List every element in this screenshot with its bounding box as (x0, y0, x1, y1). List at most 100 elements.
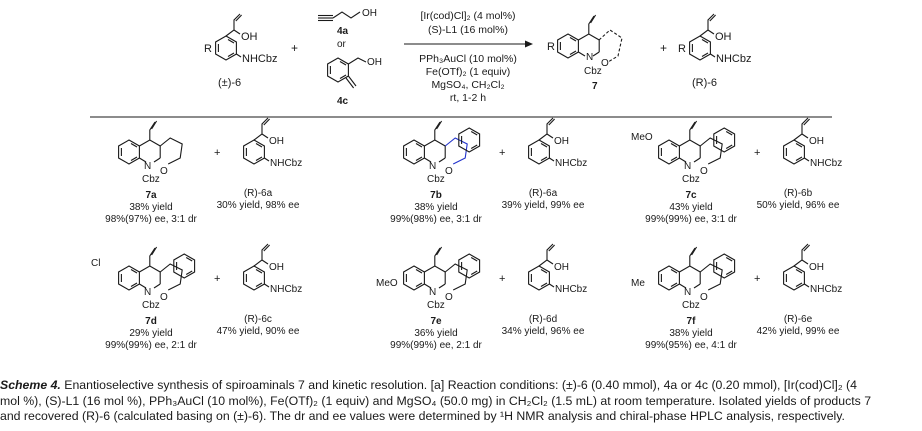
plus-7e: + (499, 273, 505, 285)
label-7b: 7b (430, 190, 442, 201)
ring-Cbz-7c: Cbz (682, 174, 700, 185)
scheme-caption: Scheme 4. Enantioselective synthesis of … (0, 378, 922, 425)
caption-line-3: and recovered (R)-6 (calculated basing o… (0, 409, 845, 423)
starting-material-6: R OH NHCbz (±)-6 (204, 14, 277, 89)
ee-7e: 99%(99%) ee, 2:1 dr (390, 340, 482, 351)
rec-OH-7e: OH (554, 262, 569, 273)
rec-OH-7d: OH (269, 262, 284, 273)
ring-N-7f: N (684, 287, 691, 298)
reagent-4c: OH 4c (327, 57, 382, 107)
substituent-7f: Me (631, 278, 645, 289)
cond-1: [Ir(cod)Cl]₂ (4 mol%) (420, 10, 515, 22)
prod-Cbz: Cbz (584, 66, 602, 77)
ring-O-7a: O (160, 166, 168, 177)
reagent-4a: OH 4a or (318, 8, 377, 50)
ring-O-7c: O (700, 166, 708, 177)
rec-yield-7e: 34% yield, 96% ee (502, 326, 585, 337)
label-7e: 7e (430, 316, 442, 327)
plus-7c: + (754, 147, 760, 159)
sm2c-label: 4c (337, 96, 349, 107)
rec-NHCbz-7d: NHCbz (270, 284, 302, 295)
ring-N-7a: N (144, 161, 151, 172)
rec-label-7e: (R)-6d (529, 314, 557, 325)
yield-7f: 38% yield (669, 328, 712, 339)
ring-O-7f: O (700, 292, 708, 303)
ee-7b: 99%(98%) ee, 3:1 dr (390, 214, 482, 225)
caption-scheme-label: Scheme 4. (0, 378, 61, 392)
or-text: or (337, 39, 347, 50)
caption-line-1: Scheme 4. Enantioselective synthesis of … (0, 378, 922, 394)
prod-label: 7 (592, 81, 598, 92)
ring-N-7c: N (684, 161, 691, 172)
ring-Cbz-7d: Cbz (142, 300, 160, 311)
ring-O-7b: O (445, 166, 453, 177)
rec-R: R (678, 43, 686, 55)
label-7f: 7f (687, 316, 697, 327)
plus-1: + (291, 41, 298, 55)
rec-yield-7f: 42% yield, 99% ee (757, 326, 840, 337)
rec-NHCbz-7a: NHCbz (270, 158, 302, 169)
yield-7a: 38% yield (129, 202, 172, 213)
rec-yield-7c: 50% yield, 96% ee (757, 200, 840, 211)
ring-O-7e: O (445, 292, 453, 303)
cond-5: MgSO₄, CH₂Cl₂ (431, 79, 504, 91)
rec-label-7d: (R)-6c (244, 314, 272, 325)
cond-2: (S)-L1 (16 mol%) (428, 24, 508, 36)
rec-yield-7b: 39% yield, 99% ee (502, 200, 585, 211)
cond-3: PPh₃AuCl (10 mol%) (419, 53, 517, 65)
rec-yield-7a: 30% yield, 98% ee (217, 200, 300, 211)
ring-N-7b: N (429, 161, 436, 172)
prod-N: N (586, 52, 593, 63)
rec-OH: OH (715, 31, 732, 43)
sm1-label: (±)-6 (218, 77, 241, 89)
ring-Cbz-7f: Cbz (682, 300, 700, 311)
rec-label: (R)-6 (692, 77, 717, 89)
rec-nhcbz: NHCbz (716, 53, 751, 65)
rec-label-7f: (R)-6e (784, 314, 813, 325)
plus-7a: + (214, 147, 220, 159)
prod-O: O (601, 58, 609, 69)
plus-7d: + (214, 273, 220, 285)
plus-7f: + (754, 273, 760, 285)
rec-OH-7c: OH (809, 136, 824, 147)
sm1-R: R (204, 43, 212, 55)
caption-text-1: Enantioselective synthesis of spiroamina… (64, 378, 857, 392)
sm1-nhcbz: NHCbz (242, 53, 277, 65)
ee-7a: 98%(97%) ee, 3:1 dr (105, 214, 197, 225)
substituent-7d: Cl (91, 258, 100, 269)
rec-OH-7a: OH (269, 136, 284, 147)
ee-7f: 99%(95%) ee, 4:1 dr (645, 340, 737, 351)
rec-NHCbz-7e: NHCbz (555, 284, 587, 295)
rec-NHCbz-7b: NHCbz (555, 158, 587, 169)
label-7c: 7c (685, 190, 697, 201)
yield-7c: 43% yield (669, 202, 712, 213)
rec-label-7b: (R)-6a (529, 188, 558, 199)
sm1-OH: OH (241, 31, 258, 43)
substituent-7e: MeO (376, 278, 398, 289)
recovered-6: R OH NHCbz (R)-6 (678, 14, 751, 89)
cond-4: Fe(OTf)₂ (1 equiv) (426, 66, 511, 78)
sm2c-OH: OH (367, 57, 382, 68)
rec-OH-7f: OH (809, 262, 824, 273)
ring-N-7d: N (144, 287, 151, 298)
yield-7e: 36% yield (414, 328, 457, 339)
yield-7b: 38% yield (414, 202, 457, 213)
rec-yield-7d: 47% yield, 90% ee (217, 326, 300, 337)
caption-line-2: mol %), (S)-L1 (16 mol %), PPh₃AuCl (10 … (0, 393, 872, 408)
ring-O-7d: O (160, 292, 168, 303)
sm2a-OH: OH (362, 8, 377, 19)
label-7a: 7a (145, 190, 157, 201)
rec-OH-7b: OH (554, 136, 569, 147)
ring-N-7e: N (429, 287, 436, 298)
prod-R: R (547, 41, 555, 53)
ring-Cbz-7e: Cbz (427, 300, 445, 311)
product-7: R N Cbz O 7 (547, 15, 623, 92)
plus-7b: + (499, 147, 505, 159)
ring-Cbz-7a: Cbz (142, 174, 160, 185)
label-7d: 7d (145, 316, 157, 327)
cond-6: rt, 1-2 h (450, 92, 486, 104)
